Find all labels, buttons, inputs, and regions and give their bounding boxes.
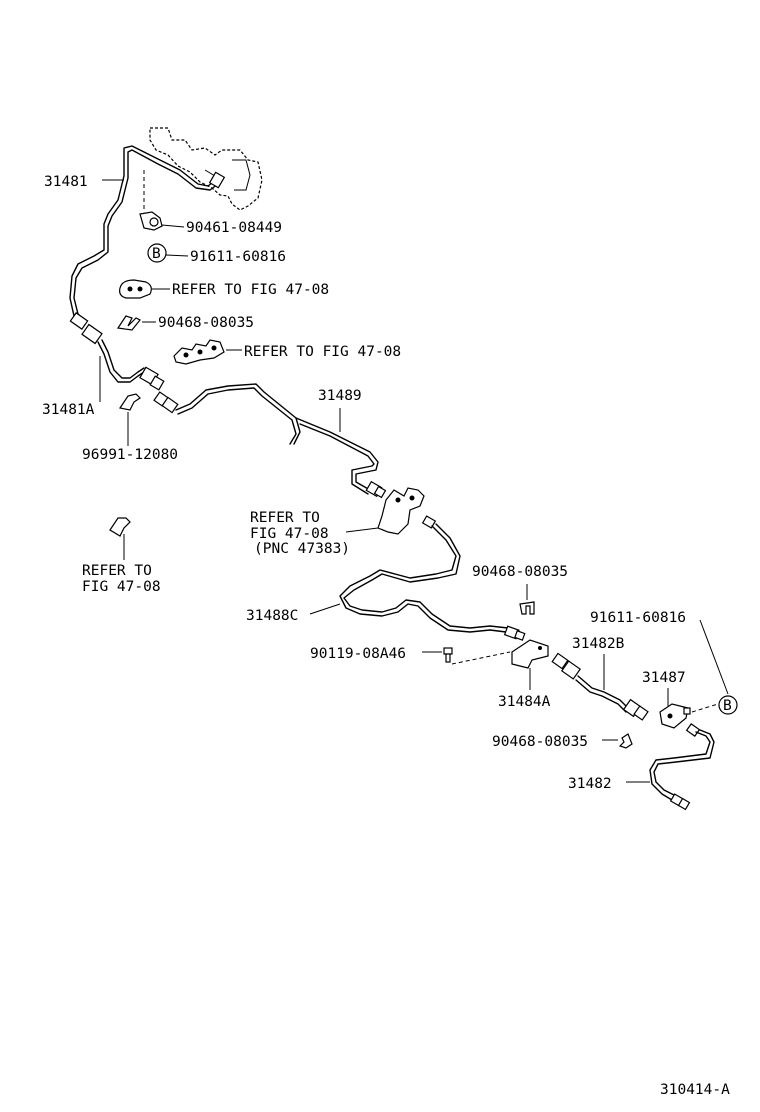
label-refer-3-line2: FIG 47-08 [250,526,329,542]
label-31482b: 31482B [572,636,625,652]
clip-icon [116,315,141,331]
marker-b-text-2: B [723,698,732,714]
marker-b-circle: B [147,243,167,263]
label-31484a: 31484A [498,694,551,710]
hose-31482b [551,652,649,721]
marker-b-circle-2: B [718,695,738,715]
label-90461: 90461-08449 [186,220,282,236]
pipe-31482 [649,723,715,811]
pipe-31489 [153,383,387,499]
clip-mid-icon [519,601,535,615]
label-31482: 31482 [568,776,612,792]
label-refer-3-line3: (PNC 47383) [254,541,350,557]
hose-31481a [69,312,165,391]
label-90119: 90119-08A46 [310,646,406,662]
label-refer-2: REFER TO FIG 47-08 [244,344,401,360]
clamp-icon [119,279,152,299]
bracket-31487 [659,703,691,729]
label-31481a: 31481A [42,402,95,418]
bracket-clip-icon [109,517,131,537]
bracket-clamp-icon [377,487,425,535]
label-31487: 31487 [642,670,686,686]
clip-bottom-icon [618,733,633,749]
label-91611-top: 91611-60816 [190,249,286,265]
label-90468-bottom: 90468-08035 [492,734,588,750]
label-31481: 31481 [44,174,88,190]
hose-clip-icon [119,393,141,411]
label-refer-1: REFER TO FIG 47-08 [172,282,329,298]
union-bolt-90461 [139,211,163,231]
label-refer-3-line1: REFER TO [250,510,320,526]
label-90468-top: 90468-08035 [158,315,254,331]
pipe-31488c [339,515,526,641]
multi-clamp-icon [173,339,225,365]
label-31489: 31489 [318,388,362,404]
label-refer-4-line1: REFER TO [82,563,152,579]
bracket-31484a [511,639,549,669]
label-91611-bottom: 91611-60816 [590,610,686,626]
label-90468-mid: 90468-08035 [472,564,568,580]
bolt-icon [443,647,453,663]
label-refer-4-line2: FIG 47-08 [82,579,161,595]
label-96991: 96991-12080 [82,447,178,463]
pipe-31481 [69,145,226,323]
marker-b-text: B [152,246,161,262]
label-31488c: 31488C [246,608,298,624]
figure-id: 310414-A [660,1082,730,1098]
